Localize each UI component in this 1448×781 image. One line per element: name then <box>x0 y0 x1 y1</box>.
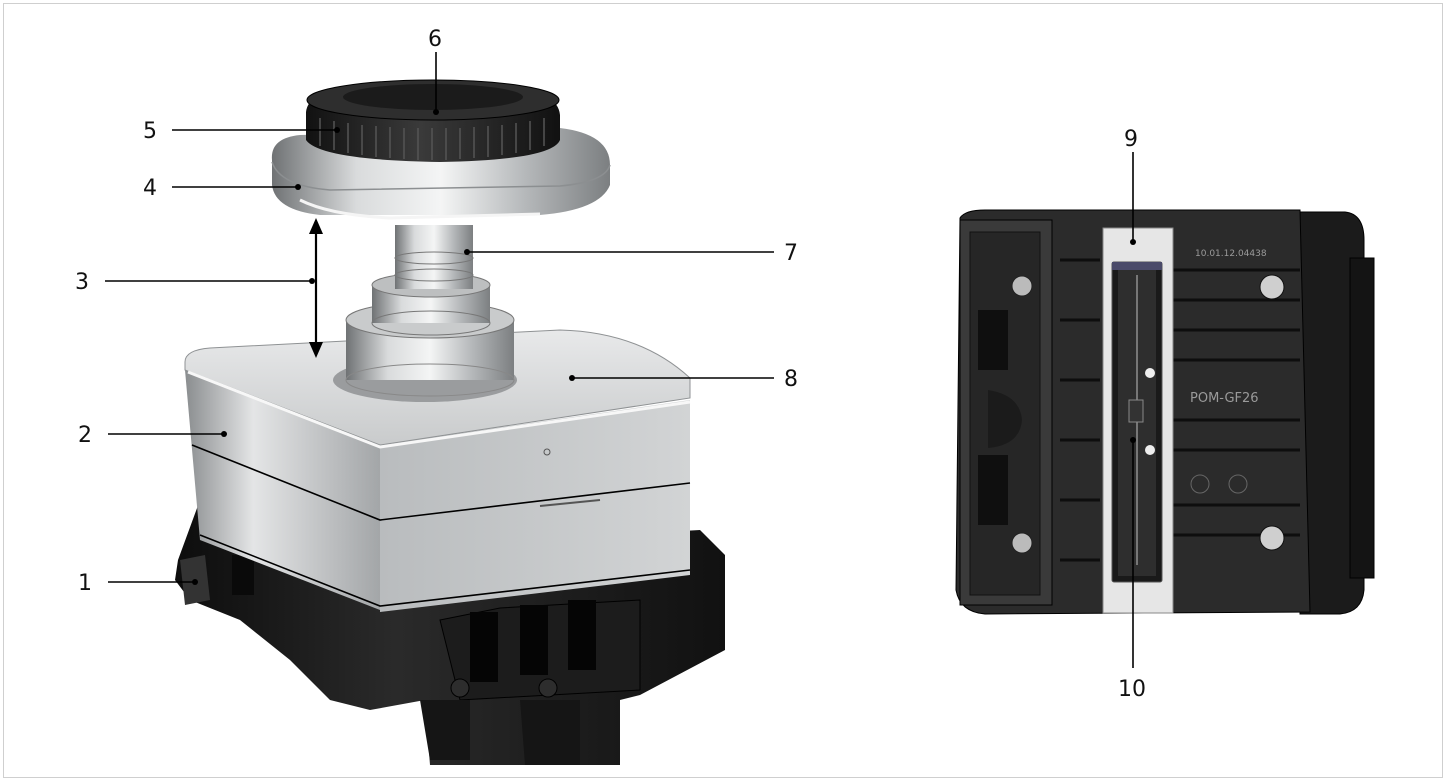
callout-labels: 1 2 3 4 5 6 7 8 9 10 <box>75 27 1146 702</box>
leader-lines <box>105 52 1136 668</box>
serial-marking: 10.01.12.04438 <box>1195 249 1267 259</box>
callout-5: 5 <box>143 119 157 144</box>
callout-10: 10 <box>1118 677 1146 702</box>
callout-8: 8 <box>784 367 798 392</box>
callout-2: 2 <box>78 423 92 448</box>
figure-border <box>3 3 1443 778</box>
callout-7: 7 <box>784 241 798 266</box>
device-underside-view: 10.01.12.04438 POM-GF26 <box>955 209 1375 615</box>
callout-9: 9 <box>1124 127 1138 152</box>
shaft-collar <box>333 301 517 402</box>
device-perspective-view <box>175 79 725 765</box>
shaft <box>394 225 474 289</box>
material-marking: POM-GF26 <box>1190 391 1259 406</box>
callout-6: 6 <box>428 27 442 52</box>
callout-4: 4 <box>143 176 157 201</box>
callout-1: 1 <box>78 571 92 596</box>
gap-dimension-arrow <box>309 218 323 358</box>
callout-3: 3 <box>75 270 89 295</box>
black-knob <box>306 79 560 162</box>
